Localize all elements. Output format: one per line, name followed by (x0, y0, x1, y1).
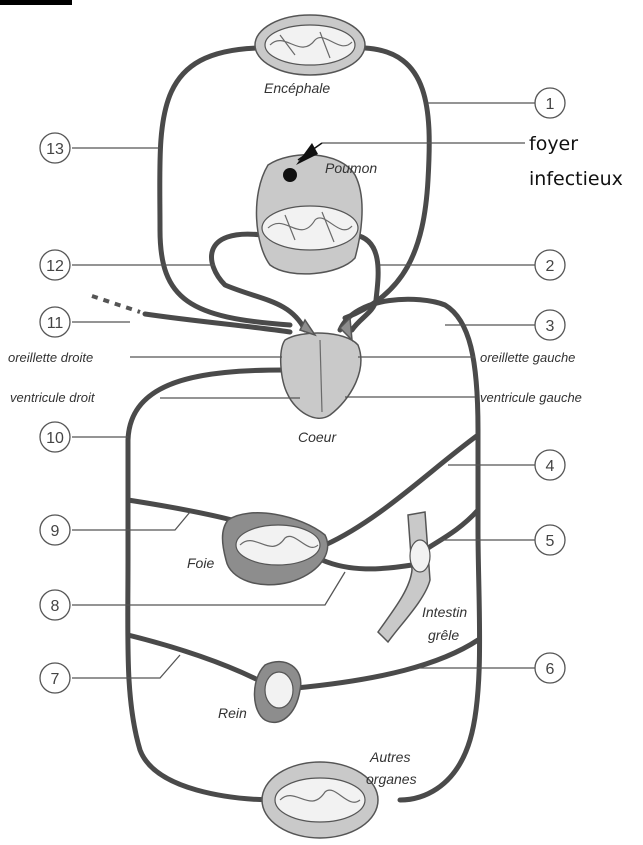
marker-9: 9 (40, 515, 70, 545)
marker-4: 4 (535, 450, 565, 480)
other-organs-organ (262, 762, 378, 838)
label-grele: grêle (428, 627, 459, 643)
label-infectieux: infectieux (529, 168, 623, 190)
marker-6: 6 (535, 653, 565, 683)
liver-organ (223, 513, 328, 585)
svg-text:7: 7 (51, 671, 60, 688)
label-oreillette-droite: oreillette droite (8, 350, 93, 365)
svg-text:11: 11 (47, 315, 64, 332)
vessel-portal (322, 560, 412, 569)
svg-text:6: 6 (546, 661, 555, 678)
corner-bar (0, 0, 72, 5)
intestine-organ (378, 512, 430, 642)
svg-text:9: 9 (51, 523, 60, 540)
label-encephale: Encéphale (264, 80, 330, 96)
vessel-kidney-right (296, 640, 478, 688)
marker-8: 8 (40, 590, 70, 620)
label-rein: Rein (218, 705, 247, 721)
svg-text:3: 3 (546, 318, 555, 335)
label-intestin: Intestin (422, 604, 467, 620)
label-coeur: Coeur (298, 429, 337, 445)
marker-5: 5 (535, 525, 565, 555)
marker-1: 1 (535, 88, 565, 118)
svg-text:5: 5 (546, 533, 555, 550)
svg-text:10: 10 (46, 430, 64, 447)
label-ventricule-droit: ventricule droit (10, 390, 96, 405)
label-poumon: Poumon (325, 160, 377, 176)
marker-10: 10 (40, 422, 70, 452)
vessel-intestine-in (428, 510, 478, 548)
vessel-liver-left (128, 500, 232, 520)
marker-2: 2 (535, 250, 565, 280)
svg-text:2: 2 (546, 258, 555, 275)
svg-text:13: 13 (46, 141, 64, 158)
marker-3: 3 (535, 310, 565, 340)
marker-11: 11 (40, 307, 70, 337)
infection-site-dot (283, 168, 297, 182)
marker-13: 13 (40, 133, 70, 163)
vessel-11-dashed (92, 296, 140, 312)
label-ventricule-gauche: ventricule gauche (480, 390, 582, 405)
svg-text:8: 8 (51, 598, 60, 615)
brain-organ (255, 15, 365, 75)
label-foie: Foie (187, 555, 214, 571)
heart-organ (281, 318, 361, 418)
infection-annotation: foyer infectieux (529, 133, 623, 190)
label-oreillette-gauche: oreillette gauche (480, 350, 575, 365)
label-organes: organes (366, 771, 417, 787)
marker-7: 7 (40, 663, 70, 693)
label-foyer: foyer (529, 133, 578, 155)
label-autres: Autres (369, 749, 410, 765)
svg-text:12: 12 (46, 258, 64, 275)
kidney-organ (254, 662, 300, 723)
svg-text:4: 4 (546, 458, 555, 475)
marker-12: 12 (40, 250, 70, 280)
svg-text:1: 1 (546, 96, 555, 113)
